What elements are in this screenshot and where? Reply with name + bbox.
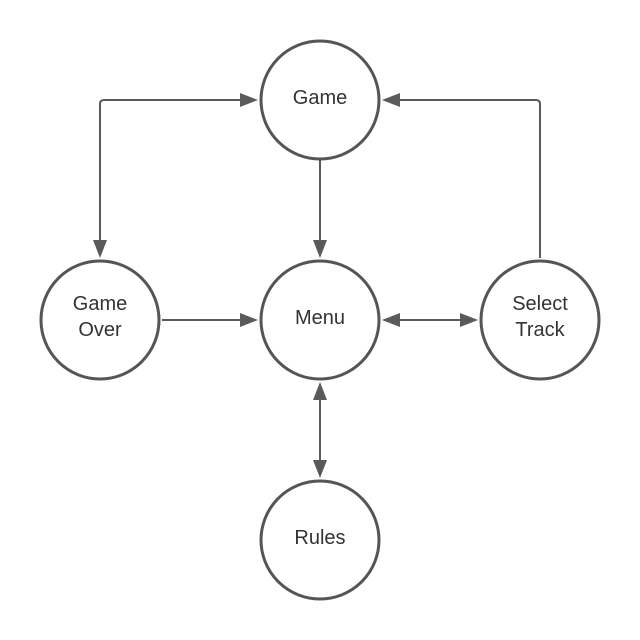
node-select-track-circle xyxy=(479,259,601,381)
node-game-label: Game xyxy=(293,87,347,109)
arrowhead-into-game-from-left xyxy=(240,93,258,107)
node-game: Game xyxy=(259,39,381,161)
node-rules-label: Rules xyxy=(294,527,345,549)
arrowhead-into-menu-from-left xyxy=(240,313,258,327)
node-game-over: Game Over xyxy=(39,259,161,381)
node-rules: Rules xyxy=(259,479,381,601)
node-game-over-circle xyxy=(39,259,161,381)
edge-game-gameover xyxy=(99,99,246,245)
node-menu-circle xyxy=(259,259,381,381)
node-menu-label: Menu xyxy=(295,307,345,329)
node-select-track: Select Track xyxy=(479,259,601,381)
node-game-circle xyxy=(259,39,381,161)
arrowhead-into-menu-from-bottom xyxy=(313,382,327,400)
arrowhead-into-game-from-right xyxy=(382,93,400,107)
node-game-over-label-line2: Over xyxy=(78,319,122,341)
arrowhead-into-menu-from-right xyxy=(382,313,400,327)
arrowhead-into-gameover-from-top xyxy=(93,240,107,258)
node-select-track-label-line2: Track xyxy=(515,319,565,341)
node-menu: Menu xyxy=(259,259,381,381)
arrowhead-into-selecttrack-from-left xyxy=(460,313,478,327)
node-rules-circle xyxy=(259,479,381,601)
arrowhead-into-menu-from-top xyxy=(313,240,327,258)
edges xyxy=(93,93,541,478)
node-game-over-label-line1: Game xyxy=(73,293,127,315)
node-select-track-label-line1: Select xyxy=(512,293,568,315)
edge-selecttrack-game xyxy=(395,99,541,258)
arrowhead-into-rules-from-top xyxy=(313,460,327,478)
